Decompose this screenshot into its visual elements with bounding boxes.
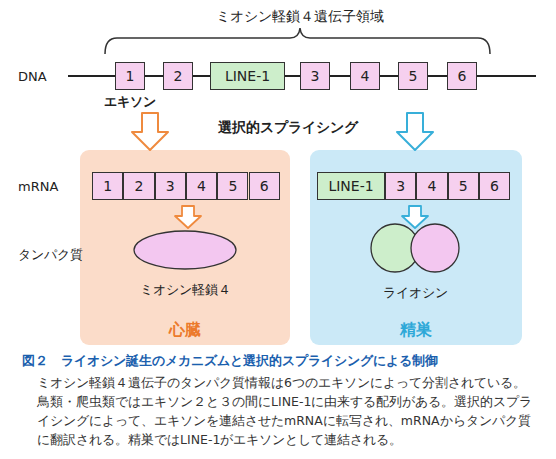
translation-arrow (402, 206, 428, 228)
mrna-exon-box: 5 (448, 172, 479, 200)
row-label: タンパク質 (18, 246, 83, 264)
figure-caption: ミオシン軽鎖４遺伝子のタンパク質情報は6つのエキソンによって分割されている。鳥類… (37, 373, 537, 449)
mrna-line1-box: LINE-1 (317, 172, 385, 200)
box-label: LINE-1 (225, 68, 270, 84)
mrna-exon-box: 4 (416, 172, 447, 200)
exon-box: 4 (350, 62, 380, 90)
mrna-exon-box: 2 (123, 172, 154, 200)
protein-shape: ライオシン (370, 223, 460, 273)
translation-arrow (175, 206, 201, 228)
box-label: LINE-1 (328, 178, 373, 194)
row-label: DNA (18, 69, 47, 84)
figure-title: 図２ ライオシン誕生のメカニズムと選択的スプライシングによる制御 (22, 352, 438, 370)
protein-name: ライオシン (383, 284, 448, 302)
box-label: 6 (260, 178, 269, 194)
box-label: 2 (174, 68, 183, 84)
tissue-panel: 心臓 1 2 3 4 5 6 ミオシン軽鎖４ (80, 150, 290, 345)
part-label: エキソン (104, 93, 156, 111)
box-label: 6 (458, 68, 467, 84)
exon-box: 3 (300, 62, 330, 90)
region-bracket (105, 28, 490, 54)
box-label: 3 (166, 178, 175, 194)
box-label: 5 (409, 68, 418, 84)
box-label: 5 (459, 178, 468, 194)
exon-box: 1 (115, 62, 145, 90)
tissue-name: 心臓 (169, 320, 201, 341)
mrna-exon-box: 3 (385, 172, 416, 200)
exon-box: 6 (447, 62, 477, 90)
protein-ellipse (134, 231, 236, 269)
box-label: 4 (427, 178, 436, 194)
mrna-exon-box: 1 (92, 172, 123, 200)
mrna-exon-box: 6 (249, 172, 280, 200)
box-label: 1 (103, 178, 112, 194)
mrna-exon-box: 5 (217, 172, 248, 200)
box-label: 1 (126, 68, 135, 84)
region-label: ミオシン軽鎖４遺伝子領域 (216, 8, 384, 26)
box-label: 5 (228, 178, 237, 194)
splice-arrow (132, 113, 168, 150)
protein-name: ミオシン軽鎖４ (140, 281, 231, 299)
splice-arrow (397, 113, 433, 150)
protein-shape: ミオシン軽鎖４ (133, 230, 237, 270)
box-label: 4 (197, 178, 206, 194)
box-label: 3 (311, 68, 320, 84)
row-label: mRNA (18, 179, 58, 194)
line1-box: LINE-1 (210, 62, 285, 90)
protein-domain (411, 224, 459, 272)
mrna-exon-box: 3 (155, 172, 186, 200)
box-label: 6 (490, 178, 499, 194)
tissue-name: 精巣 (400, 320, 432, 341)
box-label: 2 (134, 178, 143, 194)
box-label: 3 (396, 178, 405, 194)
shape-outline (133, 230, 237, 270)
box-label: 4 (361, 68, 370, 84)
mrna-exon-box: 6 (479, 172, 510, 200)
exon-box: 2 (163, 62, 193, 90)
exon-box: 5 (398, 62, 428, 90)
tissue-panel: 精巣 LINE-1 3 4 5 6 ライオシン (310, 150, 522, 345)
process-label: 選択的スプライシング (218, 119, 358, 137)
mrna-exon-box: 4 (186, 172, 217, 200)
shape-outline (370, 223, 460, 273)
